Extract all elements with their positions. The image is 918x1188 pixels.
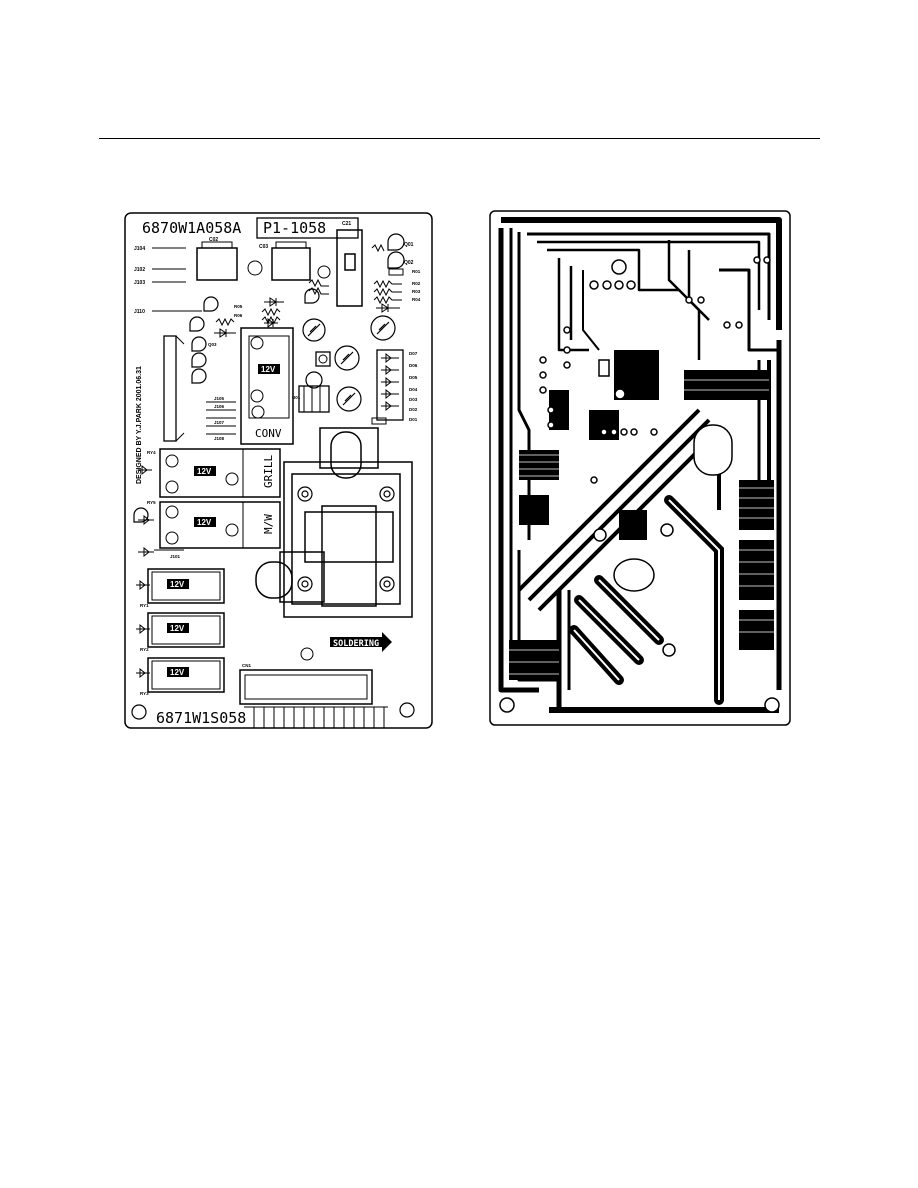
ref-ry5: RY5 [147,500,156,505]
ref-c21: C21 [342,221,351,227]
ref-d06: D06 [409,363,418,368]
relay-label-conv: 12V [261,365,276,374]
ref-ry1: RY1 [140,603,149,608]
ref-r06: R06 [234,313,243,318]
ref-d03: D03 [409,397,418,402]
ref-ry2: RY2 [140,647,149,652]
relay-label-ry1: 12V [170,580,185,589]
relay-label-grill: 12V [197,467,212,476]
ref-d01: D01 [409,417,418,422]
ref-q03: Q03 [208,342,217,347]
ref-c02: C02 [209,237,218,243]
pcb-silkscreen-diagram: 6870W1A058A P1-1058 J104 J102 J103 J110 … [124,212,433,729]
relay-name-conv: CONV [255,427,282,440]
ref-cn1: CN1 [242,663,251,668]
pcb-copper-layout [489,210,791,726]
ref-c03: C03 [259,244,268,250]
ref-r01: R01 [412,269,421,274]
ref-d02: D02 [409,407,418,412]
ref-j102: J102 [134,267,145,273]
ref-ry3: RY3 [140,691,149,696]
designer-credit: DESIGNED BY Y.J.PARK 2001.06.31 [136,366,143,484]
ref-r04: R04 [412,297,421,302]
part-number: 6870W1A058A [142,219,241,237]
soldering-direction: SOLDERING [333,639,379,649]
relay-name-grill: GRILL [262,455,275,488]
ref-j110: J110 [134,309,145,315]
header-rule [99,138,820,139]
ref-j104: J104 [134,246,145,252]
ref-j108: J108 [214,436,225,441]
ref-j105: J105 [214,396,225,401]
ref-r03: R03 [412,289,421,294]
ref-j103: J103 [134,280,145,286]
relay-label-mw: 12V [197,518,212,527]
relay-name-mw: M/W [262,514,275,534]
board-code: P1-1058 [263,219,326,237]
ref-d04: D04 [409,387,418,392]
ref-q01: Q01 [404,242,414,248]
ref-u01: U01 [292,395,301,400]
ref-q02: Q02 [404,260,414,266]
relay-label-ry3: 12V [170,668,185,677]
relay-label-ry2: 12V [170,624,185,633]
ref-r05: R05 [234,304,243,309]
ref-j101: J101 [170,554,181,559]
bottom-part-number: 6871W1S058 [156,709,246,727]
ref-j106: J106 [214,404,225,409]
ref-d05: D05 [409,375,418,380]
ref-ry4: RY4 [147,450,156,455]
ref-r02: R02 [412,281,421,286]
ref-j107: J107 [214,420,225,425]
ref-d07: D07 [409,351,418,356]
